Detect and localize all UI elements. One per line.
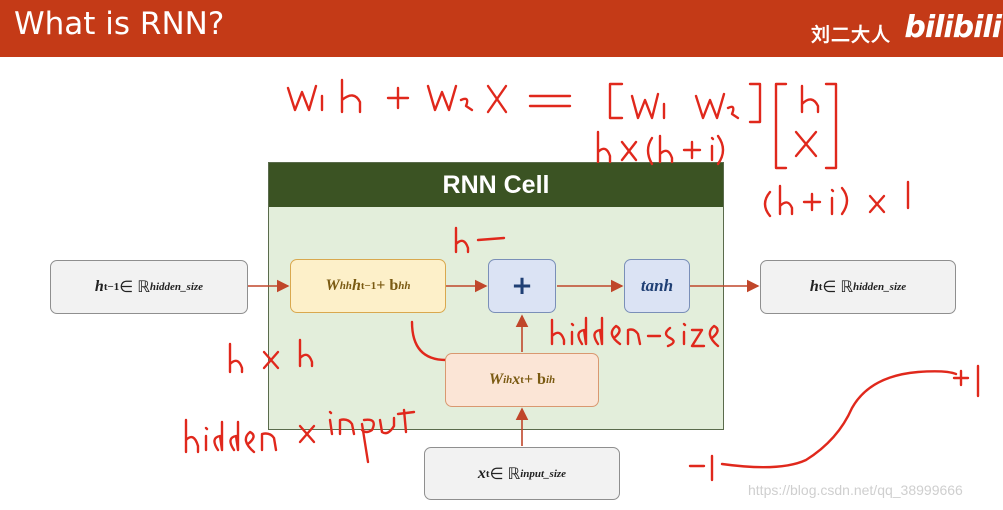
h-out-sub: t bbox=[818, 281, 823, 293]
title-bar: What is RNN? 刘二大人 bilibili bbox=[0, 0, 1003, 57]
slide-title: What is RNN? bbox=[14, 6, 225, 42]
x-in-sup: input_size bbox=[520, 467, 567, 480]
ink-equals bbox=[528, 94, 572, 108]
whh-rest: + b bbox=[376, 277, 399, 294]
x-in-in: ∈ ℝ bbox=[489, 465, 521, 483]
ink-dash bbox=[476, 236, 506, 242]
wih-rsub: ih bbox=[545, 374, 556, 386]
bilibili-logo: bilibili bbox=[904, 10, 1002, 45]
wih-wsub: ih bbox=[503, 374, 513, 386]
ink-hidden-text bbox=[184, 418, 278, 454]
h-prev-in: ∈ ℝ bbox=[119, 279, 150, 296]
ink-col-i bbox=[830, 188, 835, 216]
ink-w1 bbox=[286, 84, 318, 112]
rnn-cell-title: RNN Cell bbox=[269, 163, 723, 207]
tanh-box: tanh bbox=[624, 259, 690, 313]
ink-sub2b bbox=[726, 105, 740, 120]
h-prev-sub: t−1 bbox=[103, 281, 120, 293]
ink-input-x bbox=[298, 424, 316, 444]
ink-vec-x bbox=[794, 130, 818, 158]
ink-w2 bbox=[426, 84, 458, 112]
tanh-label: tanh bbox=[640, 276, 674, 295]
ink-h1 bbox=[340, 78, 362, 114]
wih-w: W bbox=[488, 371, 504, 388]
ink-col-x bbox=[868, 194, 886, 214]
ink-bracket-right bbox=[748, 82, 762, 124]
h-out-sup: hidden_size bbox=[853, 281, 907, 293]
wih-var: x bbox=[512, 371, 521, 388]
ink-link-curve bbox=[410, 320, 448, 362]
ink-col-paren bbox=[763, 190, 772, 218]
brand-name: 刘二大人 bbox=[810, 24, 891, 46]
ink-hxh-h bbox=[228, 342, 244, 374]
ink-dim-h bbox=[596, 130, 612, 164]
ink-vec-right bbox=[824, 82, 838, 170]
ink-dim-paren2 bbox=[716, 134, 725, 166]
h-out-var: h bbox=[809, 278, 819, 295]
ink-hxh-x bbox=[262, 350, 280, 370]
ink-dim-paren bbox=[646, 136, 654, 166]
whh-wsub: hh bbox=[339, 280, 352, 292]
whh-var: h bbox=[351, 277, 361, 294]
ink-x1 bbox=[486, 84, 508, 114]
ink-tanh-curve bbox=[720, 370, 958, 469]
wih-sub: t bbox=[520, 374, 524, 386]
plus-box: + bbox=[488, 259, 556, 313]
ink-hxh-h2 bbox=[298, 338, 314, 368]
ink-w2b bbox=[694, 92, 726, 120]
h-out-in: ∈ ℝ bbox=[822, 279, 853, 296]
ink-col-paren2 bbox=[840, 186, 849, 216]
whh-sub: t−1 bbox=[360, 280, 377, 292]
x-in-var: x bbox=[477, 464, 486, 482]
ink-dim-plus bbox=[682, 140, 702, 160]
ink-hidden-size-text bbox=[550, 316, 720, 348]
connector-arrows bbox=[248, 279, 760, 446]
ink-plus1 bbox=[386, 86, 410, 110]
ink-w1b bbox=[630, 92, 660, 120]
ink-plus-one-sign bbox=[952, 369, 970, 387]
wih-rest: + b bbox=[523, 371, 546, 388]
ink-bracket-left bbox=[608, 82, 624, 120]
ink-dim-i bbox=[710, 136, 715, 162]
plus-symbol: + bbox=[511, 271, 533, 301]
whh-w: W bbox=[325, 277, 340, 294]
ink-input-text bbox=[328, 408, 416, 464]
ink-dim-x bbox=[620, 140, 638, 162]
ink-h-small bbox=[454, 226, 470, 254]
ink-dim-h2 bbox=[658, 134, 674, 164]
ink-sub2 bbox=[459, 97, 474, 112]
h-prev-sup: hidden_size bbox=[149, 281, 204, 293]
x-in-sub: t bbox=[485, 467, 490, 480]
ink-col-plus bbox=[802, 192, 822, 212]
whh-rsub: hh bbox=[398, 280, 411, 292]
h-prev-var: h bbox=[94, 278, 104, 295]
ink-col-h bbox=[778, 184, 794, 216]
watermark: https://blog.csdn.net/qq_38999666 bbox=[748, 482, 963, 498]
ink-vec-h bbox=[800, 84, 820, 114]
ink-vec-left bbox=[774, 82, 788, 170]
